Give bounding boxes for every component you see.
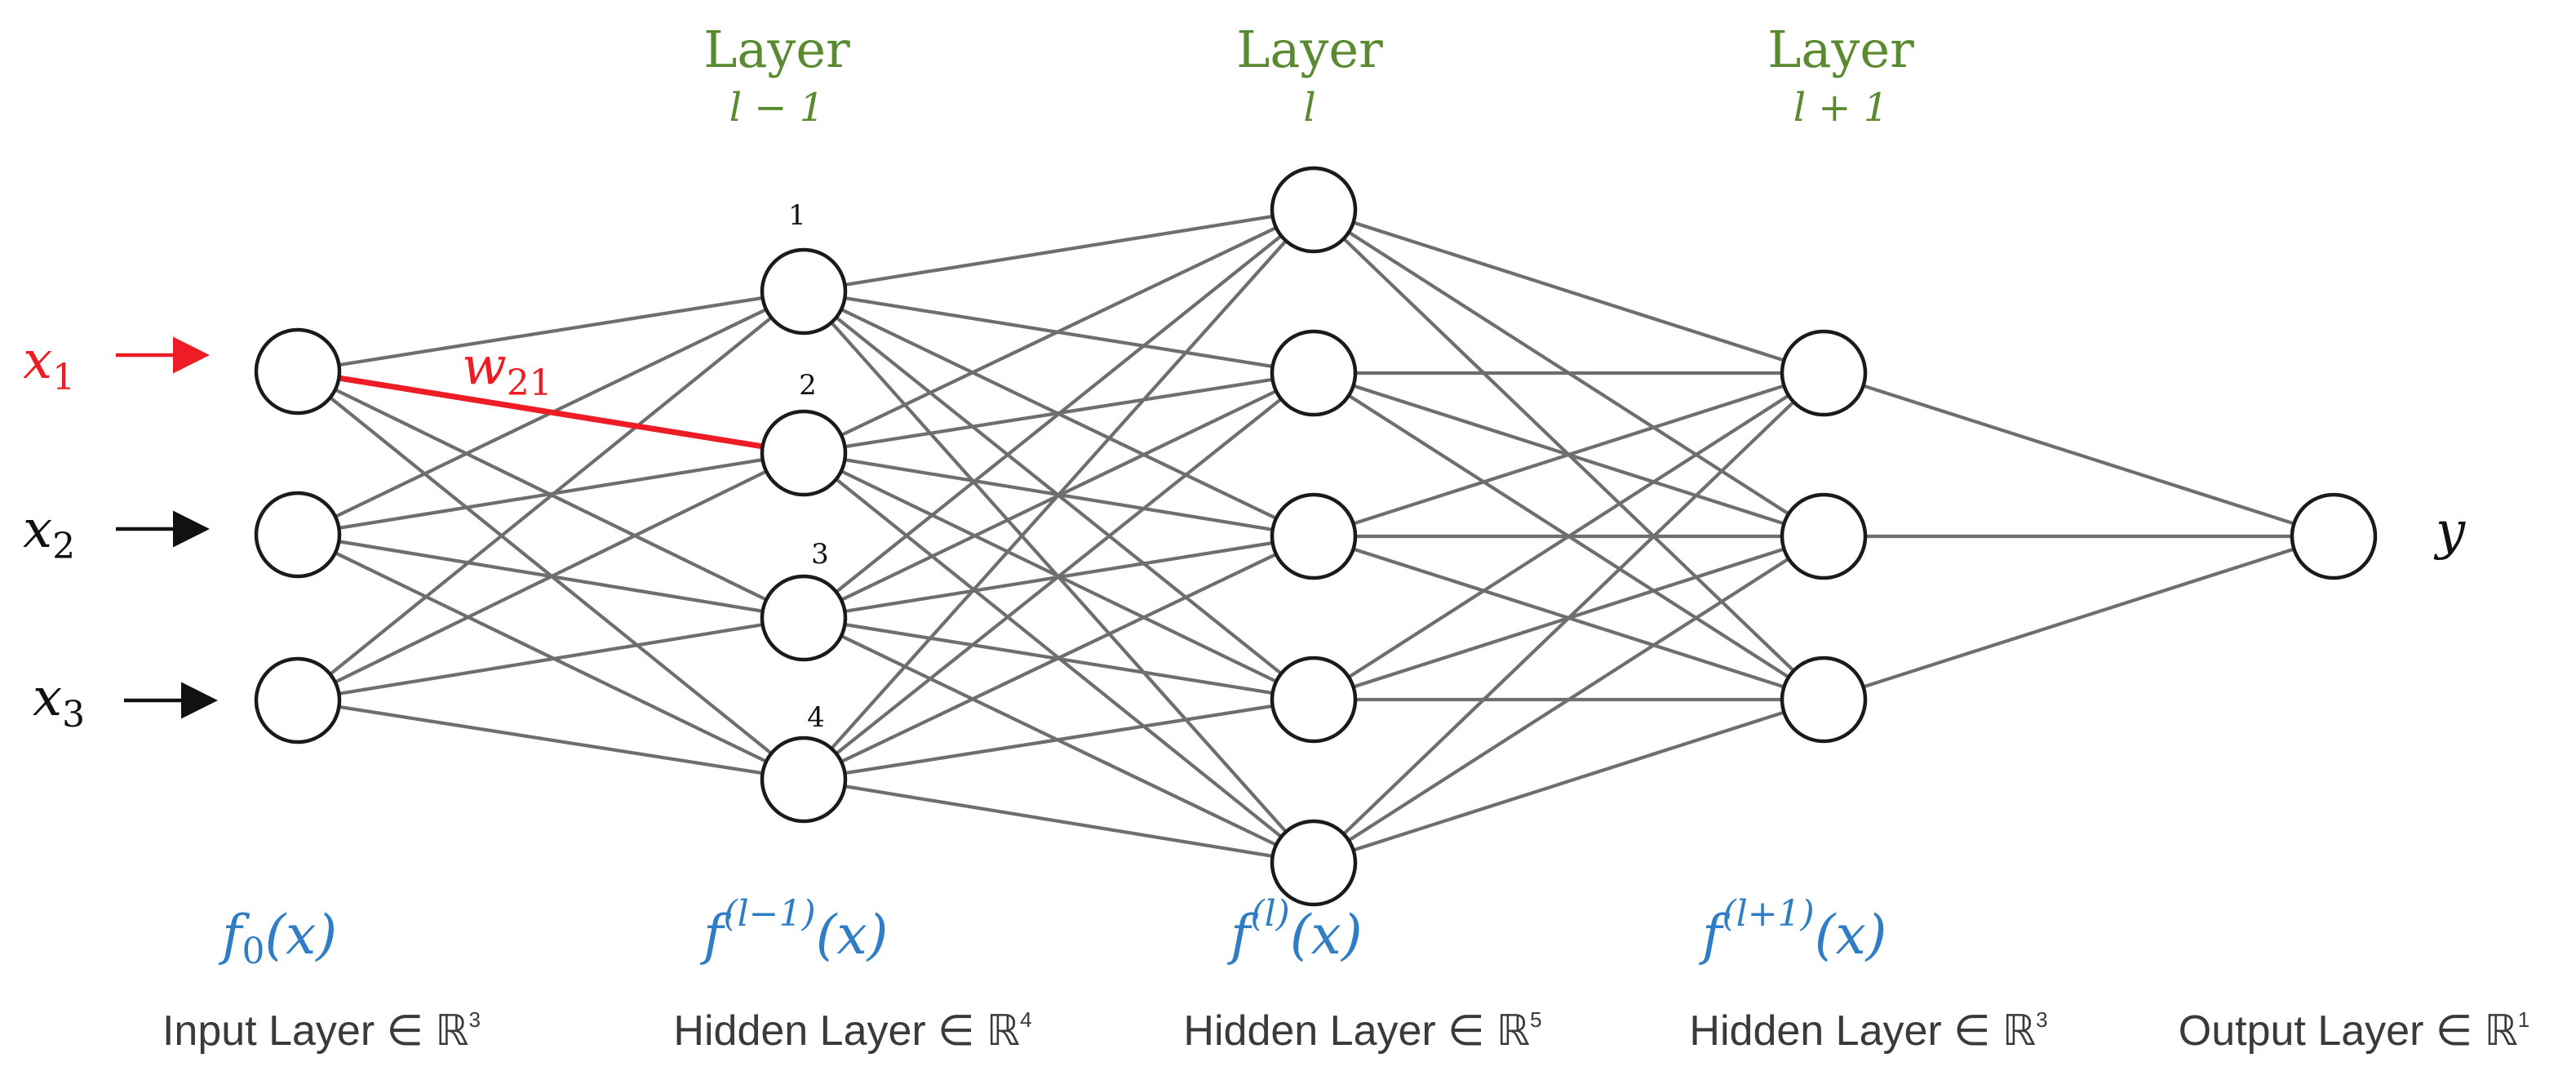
label-input-layer: Input Layer ∈ ℝ3 — [162, 1007, 481, 1055]
layer-sub-current: l — [1303, 85, 1315, 131]
label-hidden-layer-3: Hidden Layer ∈ ℝ3 — [1689, 1007, 2047, 1055]
edge — [297, 616, 805, 703]
layer-labels: Input Layer ∈ ℝ3 Hidden Layer ∈ ℝ4 Hidde… — [162, 1007, 2529, 1055]
edge — [297, 289, 805, 374]
neuron-hidden2-2 — [1270, 329, 1358, 417]
neuron-hidden1-3 — [760, 574, 848, 662]
highlighted-connection — [297, 368, 805, 456]
node-index-3: 3 — [811, 538, 829, 571]
function-f-l: f(l)(x) — [1226, 893, 1363, 967]
neuron-input-3 — [254, 656, 342, 744]
function-f-l-minus-1: f(l−1)(x) — [699, 893, 888, 967]
neuron-hidden2-4 — [1270, 656, 1358, 744]
layer-title-next: Layer — [1767, 20, 1914, 79]
edge — [803, 207, 1315, 294]
highlighted-edge-w21 — [297, 368, 805, 456]
edge — [1823, 371, 2334, 539]
input-variables: x1 x2 x3 — [23, 331, 85, 736]
edge — [802, 208, 1315, 781]
edge — [803, 208, 1315, 455]
edge — [803, 697, 1315, 782]
edge — [1312, 371, 1825, 864]
edge — [803, 777, 1315, 865]
edge — [297, 451, 805, 702]
edge — [802, 208, 1315, 620]
neuron-input-1 — [254, 327, 342, 416]
neurons — [254, 166, 2378, 907]
output-y: y — [2433, 501, 2466, 562]
weight-label-w21: w21 — [462, 336, 552, 404]
edge — [1312, 535, 1825, 864]
label-output-layer: Output Layer ∈ ℝ1 — [2179, 1007, 2529, 1055]
edge — [1823, 534, 2334, 702]
input-x3: x3 — [33, 668, 85, 736]
edge — [1312, 371, 1825, 701]
function-labels: f0(x) f(l−1)(x) f(l)(x) f(l+1)(x) — [218, 893, 1887, 972]
layer-sub-next: l + 1 — [1793, 85, 1889, 131]
neuron-input-2 — [254, 491, 342, 579]
input-x2: x2 — [23, 500, 75, 567]
edge — [803, 535, 1315, 781]
layer-title-current: Layer — [1236, 20, 1383, 79]
edge — [1313, 697, 1824, 865]
label-hidden-layer-2: Hidden Layer ∈ ℝ5 — [1183, 1007, 1541, 1055]
function-f-l-plus-1: f(l+1)(x) — [1698, 893, 1887, 967]
neuron-hidden3-1 — [1780, 329, 1868, 417]
edge — [1313, 207, 1824, 376]
label-hidden-layer-1: Hidden Layer ∈ ℝ4 — [673, 1007, 1031, 1055]
node-index-1: 1 — [788, 199, 806, 232]
edge — [296, 290, 805, 702]
edge — [297, 533, 805, 781]
neuron-hidden3-3 — [1780, 656, 1868, 744]
neuron-hidden3-2 — [1780, 492, 1868, 580]
edge — [1313, 371, 1824, 539]
connections — [296, 207, 2334, 865]
edge — [297, 698, 805, 782]
edge — [802, 371, 1315, 781]
input-arrows — [116, 336, 218, 719]
function-f0: f0(x) — [218, 904, 337, 972]
neuron-hidden1-2 — [760, 409, 848, 497]
input-x1: x1 — [23, 331, 75, 398]
node-index-4: 4 — [807, 701, 825, 734]
neuron-hidden2-1 — [1270, 166, 1358, 254]
layer-titles: Layer l − 1 Layer l Layer l + 1 — [703, 20, 1914, 131]
layer-title-prev: Layer — [703, 20, 850, 79]
node-index-2: 2 — [799, 369, 817, 402]
neuron-output-1 — [2290, 492, 2378, 580]
neuron-hidden1-1 — [760, 247, 848, 336]
neuron-hidden2-5 — [1270, 819, 1358, 907]
neuron-hidden2-3 — [1270, 492, 1358, 580]
layer-sub-prev: l − 1 — [729, 85, 825, 131]
node-indices: 1 2 3 4 — [788, 199, 829, 734]
neuron-hidden1-4 — [760, 736, 848, 824]
